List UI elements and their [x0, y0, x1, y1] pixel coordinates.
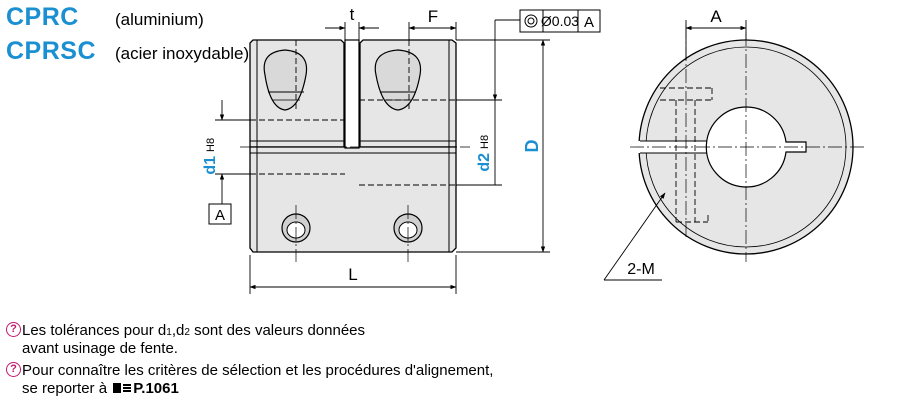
info-icon	[6, 361, 21, 378]
leader-2m	[603, 192, 666, 281]
info-icon	[6, 321, 21, 338]
note1-text-a: Les tolérances pour d	[22, 322, 167, 339]
note1-text-c: sont des valeurs données	[189, 322, 366, 339]
svg-text:H8: H8	[205, 138, 217, 152]
note1-sub1: 1	[166, 327, 172, 338]
label-datum-a: A	[215, 207, 225, 224]
material-label-aluminium: (aluminium)	[115, 10, 204, 29]
page-reference-link[interactable]: P.1061	[133, 380, 179, 397]
label-t: t	[350, 5, 355, 24]
note2-ref-text: se reporter à	[22, 380, 108, 397]
note-tolerance-line2: avant usinage de fente.	[22, 340, 178, 357]
label-d1: d1 H8	[202, 138, 219, 175]
dim-a-end	[685, 20, 747, 60]
note-tolerance: Les tolérances pour d1,d2 sont des valeu…	[6, 321, 366, 341]
svg-text:d2: d2	[476, 153, 493, 172]
datum-a-box	[208, 203, 232, 225]
hidden-lines-side	[250, 40, 456, 186]
center-lines-end	[630, 25, 865, 262]
material-label-stainless: (acier inoxydable)	[115, 44, 250, 63]
tolerance-value: Ø0.03	[541, 13, 579, 29]
label-a-end: A	[710, 7, 722, 26]
label-d: D	[522, 140, 542, 153]
label-d2: d2 H8	[476, 135, 493, 172]
dim-d2	[456, 20, 502, 186]
note2-text: Pour connaître les critères de sélection…	[22, 362, 494, 379]
note1-text-b: ,d	[171, 322, 185, 339]
note-selection-line2: se reporter à P.1061	[22, 380, 179, 397]
svg-text:d1: d1	[202, 156, 219, 175]
product-code-cprc: CPRC	[6, 3, 79, 31]
hidden-lines-end	[660, 87, 713, 223]
label-l: L	[348, 265, 357, 284]
label-2m: 2-M	[627, 261, 655, 278]
product-code-cprsc: CPRSC	[6, 37, 97, 65]
slot-t	[344, 39, 360, 149]
dim-f	[408, 22, 457, 40]
tolerance-datum: A	[584, 14, 594, 31]
label-f: F	[428, 7, 438, 26]
svg-text:H8: H8	[479, 135, 491, 149]
dim-l	[249, 255, 457, 294]
svg-text:D: D	[522, 140, 542, 153]
dim-d	[456, 39, 550, 253]
dim-t	[325, 22, 379, 40]
catalog-book-icon	[113, 383, 132, 393]
note-selection: Pour connaître les critères de sélection…	[6, 361, 494, 379]
note1-sub2: 2	[184, 327, 190, 338]
center-lines-side	[240, 146, 470, 262]
tolerance-frame	[519, 9, 601, 33]
dim-d1	[215, 100, 250, 204]
